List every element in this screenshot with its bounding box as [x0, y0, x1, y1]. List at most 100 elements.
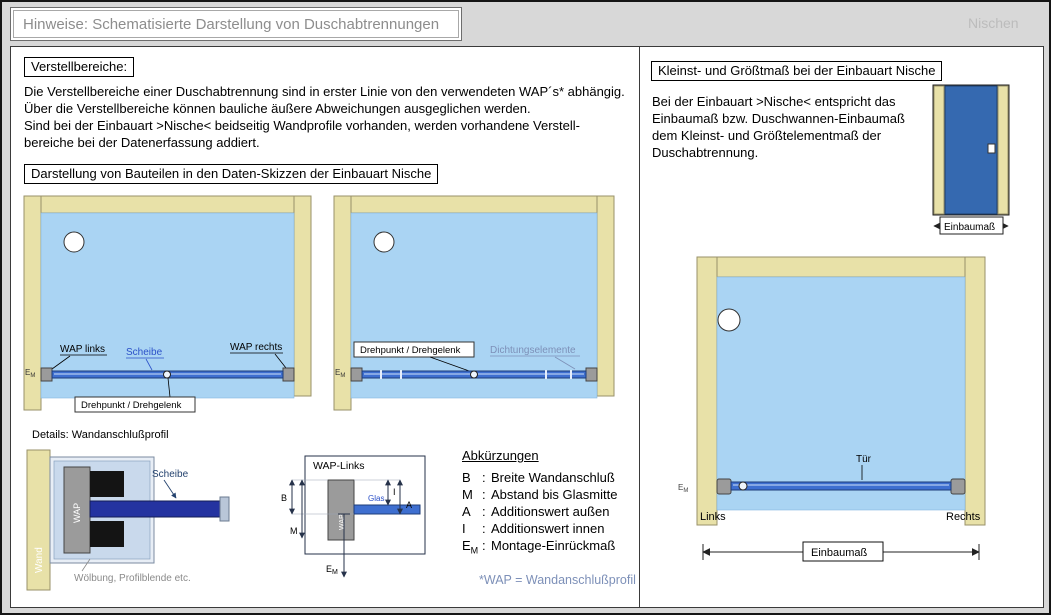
paragraph-line: Einbaumaß bzw. Duschwannen-Einbaumaß — [652, 111, 905, 126]
pane-label: Scheibe — [152, 469, 189, 480]
wall-right — [293, 195, 312, 397]
pivot-point — [470, 370, 478, 379]
seals-label: Dichtungselemente — [490, 345, 576, 356]
header-bar: Hinweise: Schematisierte Darstellung von… — [10, 7, 462, 41]
niche-diagram-large: Tür EM Links Rechts Einbaumaß — [678, 256, 986, 562]
abbreviation-separator: : — [482, 504, 486, 519]
hinge-point — [738, 481, 748, 491]
door-handle — [987, 143, 996, 154]
abbreviation-key-em: EM — [462, 538, 479, 556]
dimension-em: EM — [326, 513, 350, 578]
wap-profile-right — [585, 367, 598, 382]
wap-profile — [327, 479, 355, 541]
wap-links-dimension-box: WAP-Links WAP Glas B M I A EM — [281, 455, 426, 578]
wap-label: WAP — [339, 514, 346, 530]
abbreviation-key: B — [462, 470, 471, 485]
door-elevation-diagram: Einbaumaß — [932, 84, 1010, 235]
pivot-label: Drehpunkt / Drehgelenk — [360, 345, 461, 356]
gasket-block-top — [90, 471, 124, 497]
abbreviation-row: A : Additionswert außen — [462, 503, 617, 520]
wap-profile-right — [950, 478, 966, 495]
dim-m-label: M — [290, 526, 298, 536]
details-label: Details: Wandanschlußprofil — [32, 429, 169, 441]
abbreviation-desc: Montage-Einrückmaß — [491, 538, 616, 553]
adjust-ranges-title: Verstellbereiche: — [24, 57, 135, 77]
wall-profile-detail: Wand WAP Scheibe Wölbung, Profilblende e… — [26, 449, 230, 591]
dim-a-label: A — [406, 500, 412, 510]
abbreviation-row: B : Breite Wandanschluß — [462, 469, 617, 486]
wap-label: WAP — [72, 503, 82, 523]
door-dimension: Einbaumaß — [933, 216, 1009, 235]
min-max-title: Kleinst- und Größtmaß bei der Einbauart … — [651, 61, 943, 81]
min-max-paragraph: Bei der Einbauart >Nische< entspricht da… — [652, 93, 905, 161]
dimension-label-box — [939, 216, 1004, 235]
wap-right-callout: WAP rechts — [230, 342, 287, 369]
pivot-label-box — [353, 341, 475, 358]
pivot-callout: Drehpunkt / Drehgelenk — [74, 377, 196, 413]
paragraph-line: Sind bei der Einbauart >Nische< beidseit… — [24, 118, 580, 133]
wall-left — [696, 256, 718, 526]
dimension-label: Einbaumaß — [811, 547, 868, 559]
wall-strip-right — [997, 85, 1009, 215]
abbreviation-separator: : — [482, 521, 486, 536]
abbreviation-row: M : Abstand bis Glasmitte — [462, 486, 617, 503]
paragraph-line: dem Kleinst- und Größtelementmaß der — [652, 128, 882, 143]
paragraph-line: Duschabtrennung. — [652, 145, 759, 160]
wall-strip-left — [933, 85, 945, 215]
paragraph-line: bereiche bei der Datenerfassung addiert. — [24, 135, 260, 150]
wall-right — [964, 256, 986, 526]
dimension-a: A — [397, 479, 412, 515]
wall-right — [596, 195, 615, 397]
paragraph-line: Bei der Einbauart >Nische< entspricht da… — [652, 94, 896, 109]
gasket-block-bottom — [90, 521, 124, 547]
wall-top — [23, 195, 312, 214]
door-pane — [730, 481, 952, 491]
dimension-b: B — [281, 479, 295, 515]
abbreviation-row: EM : Montage-Einrückmaß — [462, 537, 617, 560]
wap-profile-left — [716, 478, 732, 495]
niche-diagram-1: WAP links Scheibe WAP rechts EM Drehpunk… — [23, 195, 312, 413]
abbreviation-separator: : — [482, 538, 486, 553]
abbreviation-desc: Breite Wandanschluß — [491, 470, 615, 485]
dimension-label: Einbaumaß — [944, 222, 995, 233]
abbreviation-separator: : — [482, 487, 486, 502]
paragraph-line: Die Verstellbereiche einer Duschabtrennu… — [24, 84, 625, 99]
wap-footnote: *WAP = Wandanschlußprofil — [479, 573, 636, 587]
pivot-label-box — [74, 396, 196, 413]
abbreviation-key: M — [462, 487, 473, 502]
page-title: Hinweise: Schematisierte Darstellung von… — [23, 15, 440, 33]
abbreviation-desc: Abstand bis Glasmitte — [491, 487, 618, 502]
abbreviation-key: A — [462, 504, 471, 519]
parts-sketch-title: Darstellung von Bauteilen in den Daten-S… — [24, 164, 439, 184]
abbreviation-desc: Additionswert außen — [491, 504, 610, 519]
drain-circle — [63, 231, 85, 253]
em-label: EM — [25, 368, 35, 379]
detail-caption: Wölbung, Profilblende etc. — [74, 573, 191, 584]
glass-slab — [89, 500, 221, 518]
sketch-title: WAP-Links — [313, 460, 365, 472]
dimension-i: I — [385, 479, 396, 506]
pivot-point — [163, 370, 171, 379]
category-label: Nischen — [968, 15, 1019, 31]
paragraph-line: Über die Verstellbereiche können baulich… — [24, 101, 531, 116]
drain-circle — [373, 231, 395, 253]
abbreviation-row: I : Additionswert innen — [462, 520, 617, 537]
right-side-label: Rechts — [946, 511, 981, 523]
wap-profile-right — [282, 367, 295, 382]
abbreviation-key: I — [462, 521, 466, 536]
seal-ticks — [380, 370, 572, 379]
em-label: EM — [335, 368, 345, 379]
pane-label: Scheibe — [126, 347, 163, 358]
wall-top — [333, 195, 615, 214]
abbreviations-block: Abkürzungen B : Breite Wandanschluß M : … — [462, 448, 617, 560]
dimension-label-box — [802, 541, 884, 562]
adjust-ranges-paragraph: Die Verstellbereiche einer Duschabtrennu… — [24, 83, 625, 151]
wall-label: Wand — [34, 547, 45, 573]
wall-top — [696, 256, 986, 278]
dim-i-label: I — [393, 487, 396, 497]
pivot-callout: Drehpunkt / Drehgelenk — [353, 341, 475, 373]
abbreviation-desc: Additionswert innen — [491, 521, 605, 536]
end-cap — [219, 496, 230, 522]
pane-callout: Scheibe — [152, 469, 189, 499]
